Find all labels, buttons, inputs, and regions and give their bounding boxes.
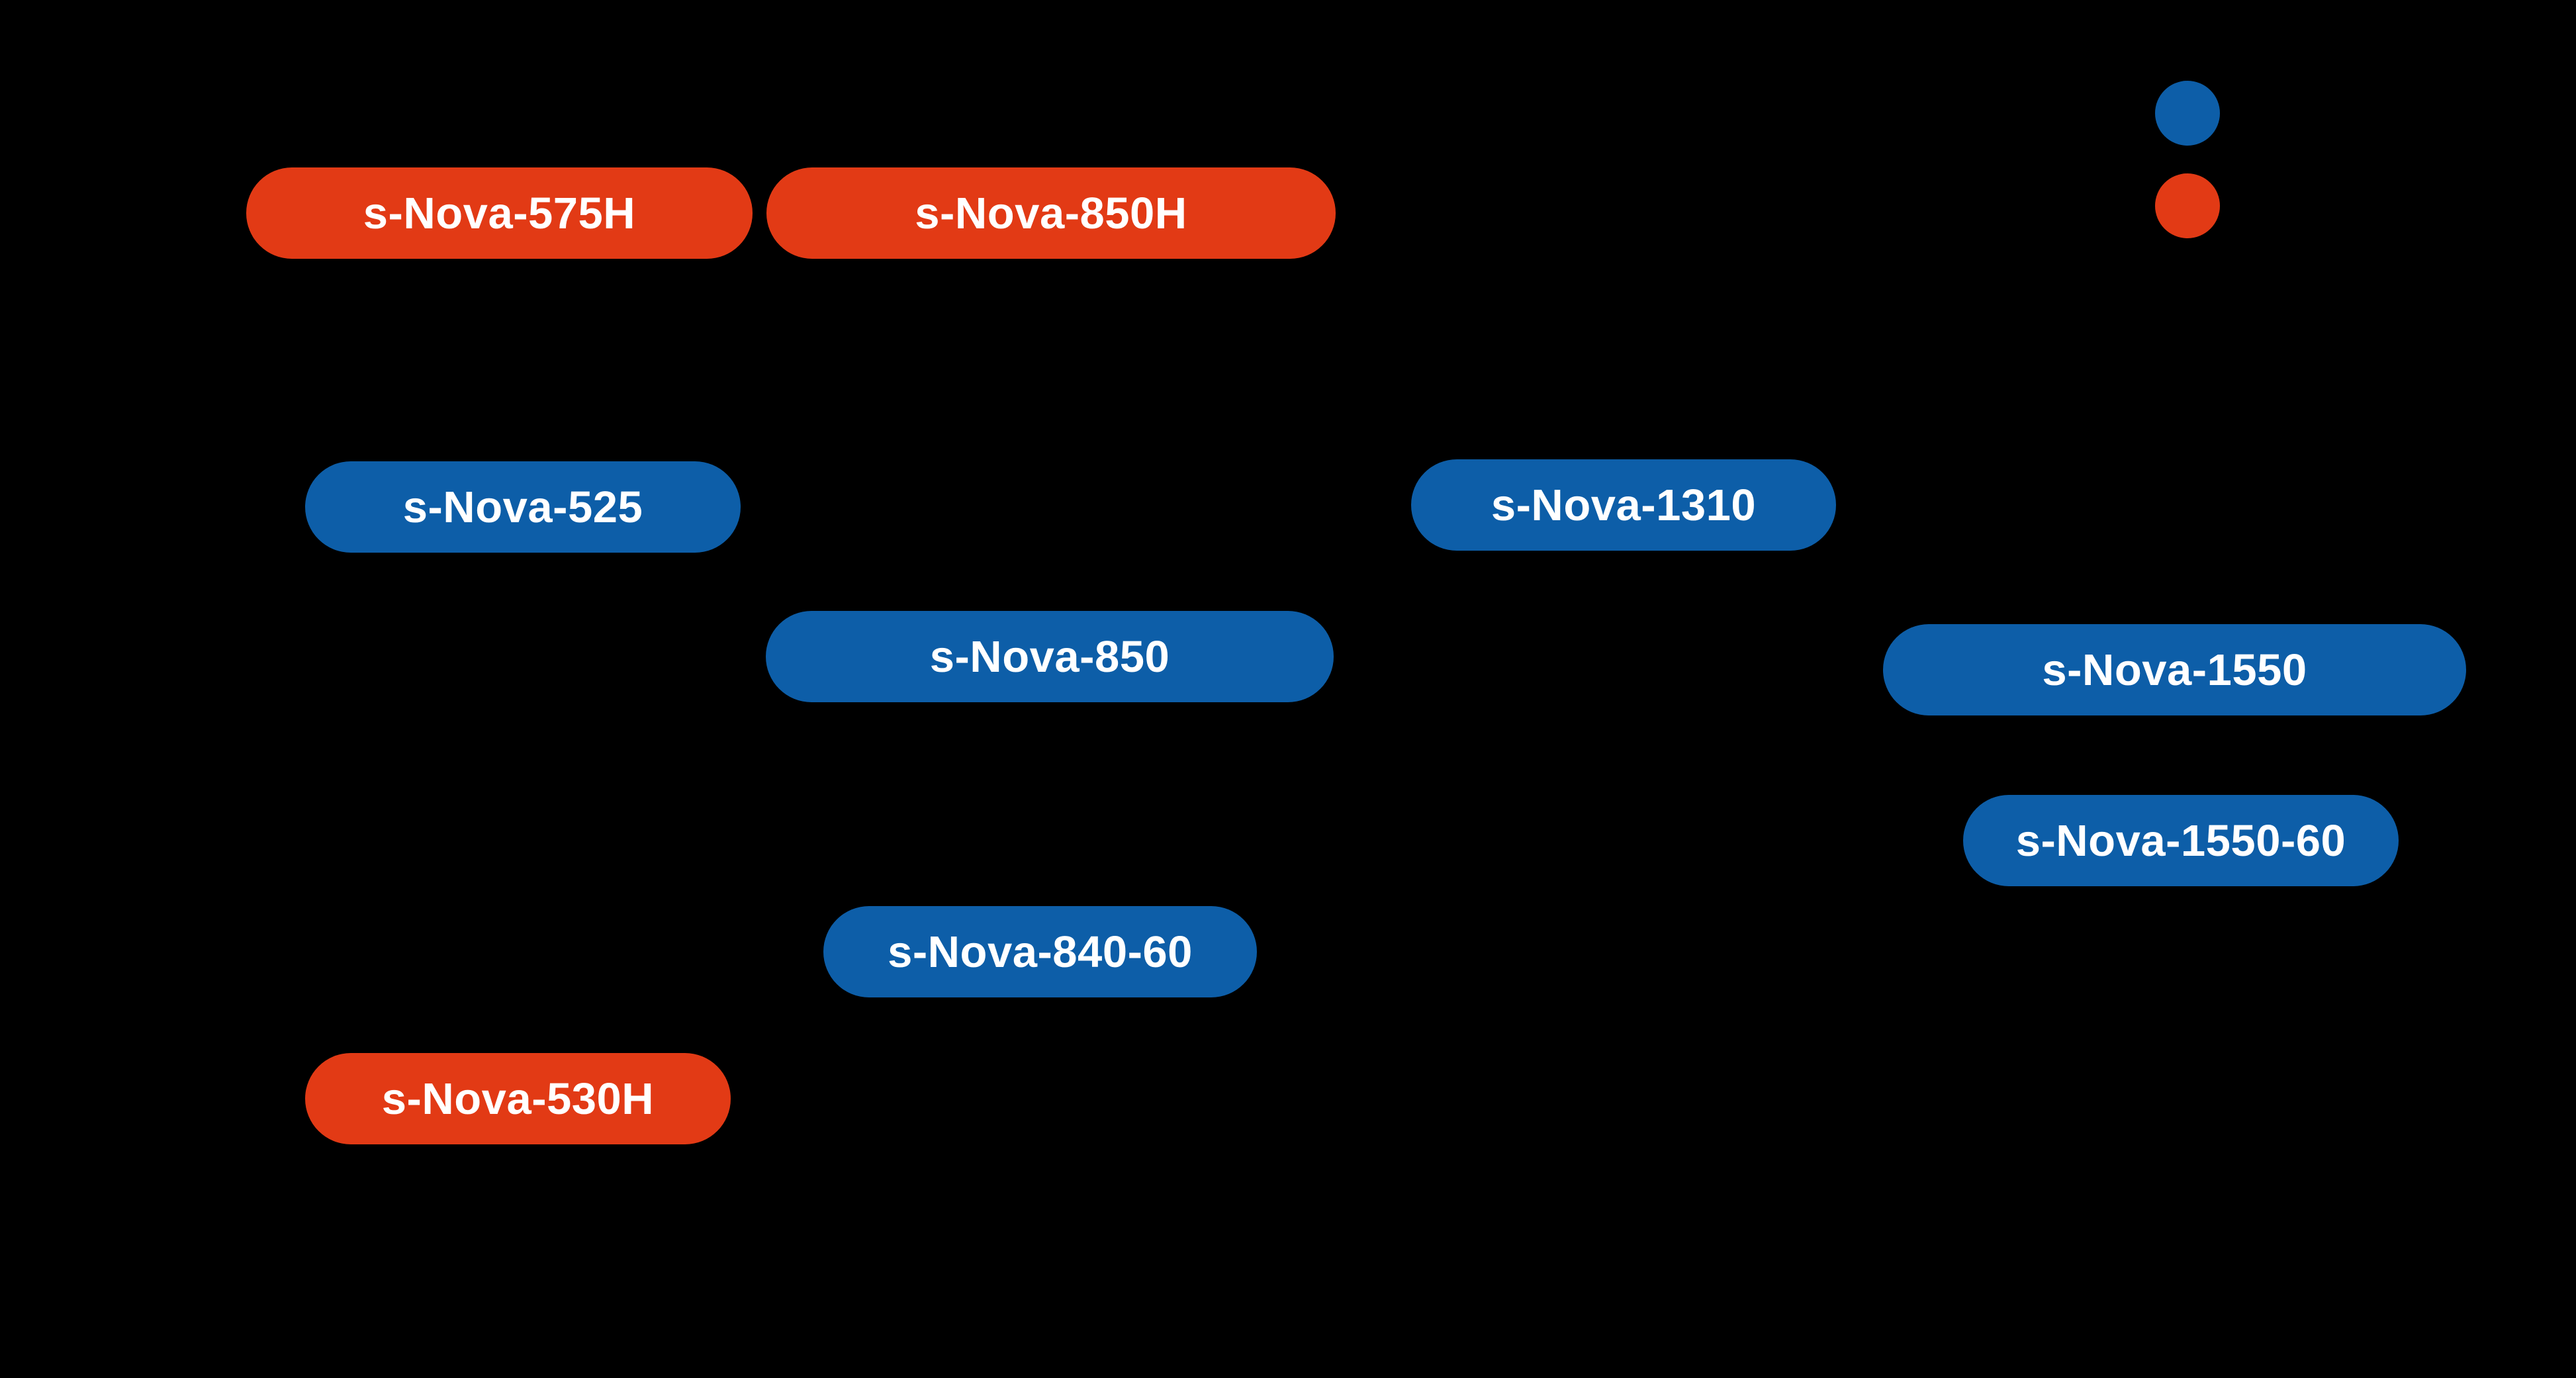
pill-s-nova-575h: s-Nova-575H — [246, 167, 753, 259]
pill-label: s-Nova-530H — [381, 1074, 655, 1124]
legend-marker-red-icon — [2155, 173, 2220, 238]
pill-s-nova-840-60: s-Nova-840-60 — [823, 906, 1257, 997]
legend-marker-blue-icon — [2155, 81, 2220, 146]
pill-label: s-Nova-525 — [402, 482, 643, 532]
pill-label: s-Nova-1550-60 — [2015, 815, 2346, 866]
pill-s-nova-850: s-Nova-850 — [766, 611, 1334, 702]
pill-label: s-Nova-840-60 — [888, 927, 1193, 977]
pill-s-nova-525: s-Nova-525 — [305, 461, 741, 553]
pill-label: s-Nova-850H — [915, 188, 1187, 238]
pill-s-nova-850h: s-Nova-850H — [766, 167, 1336, 259]
pill-label: s-Nova-575H — [363, 188, 636, 238]
pill-label: s-Nova-1550 — [2042, 645, 2307, 695]
pill-s-nova-1550-60: s-Nova-1550-60 — [1963, 795, 2399, 886]
pill-s-nova-1310: s-Nova-1310 — [1411, 459, 1836, 551]
pill-label: s-Nova-850 — [929, 631, 1170, 682]
pill-label: s-Nova-1310 — [1491, 480, 1757, 530]
pill-s-nova-530h: s-Nova-530H — [305, 1053, 731, 1144]
pill-s-nova-1550: s-Nova-1550 — [1883, 624, 2466, 715]
